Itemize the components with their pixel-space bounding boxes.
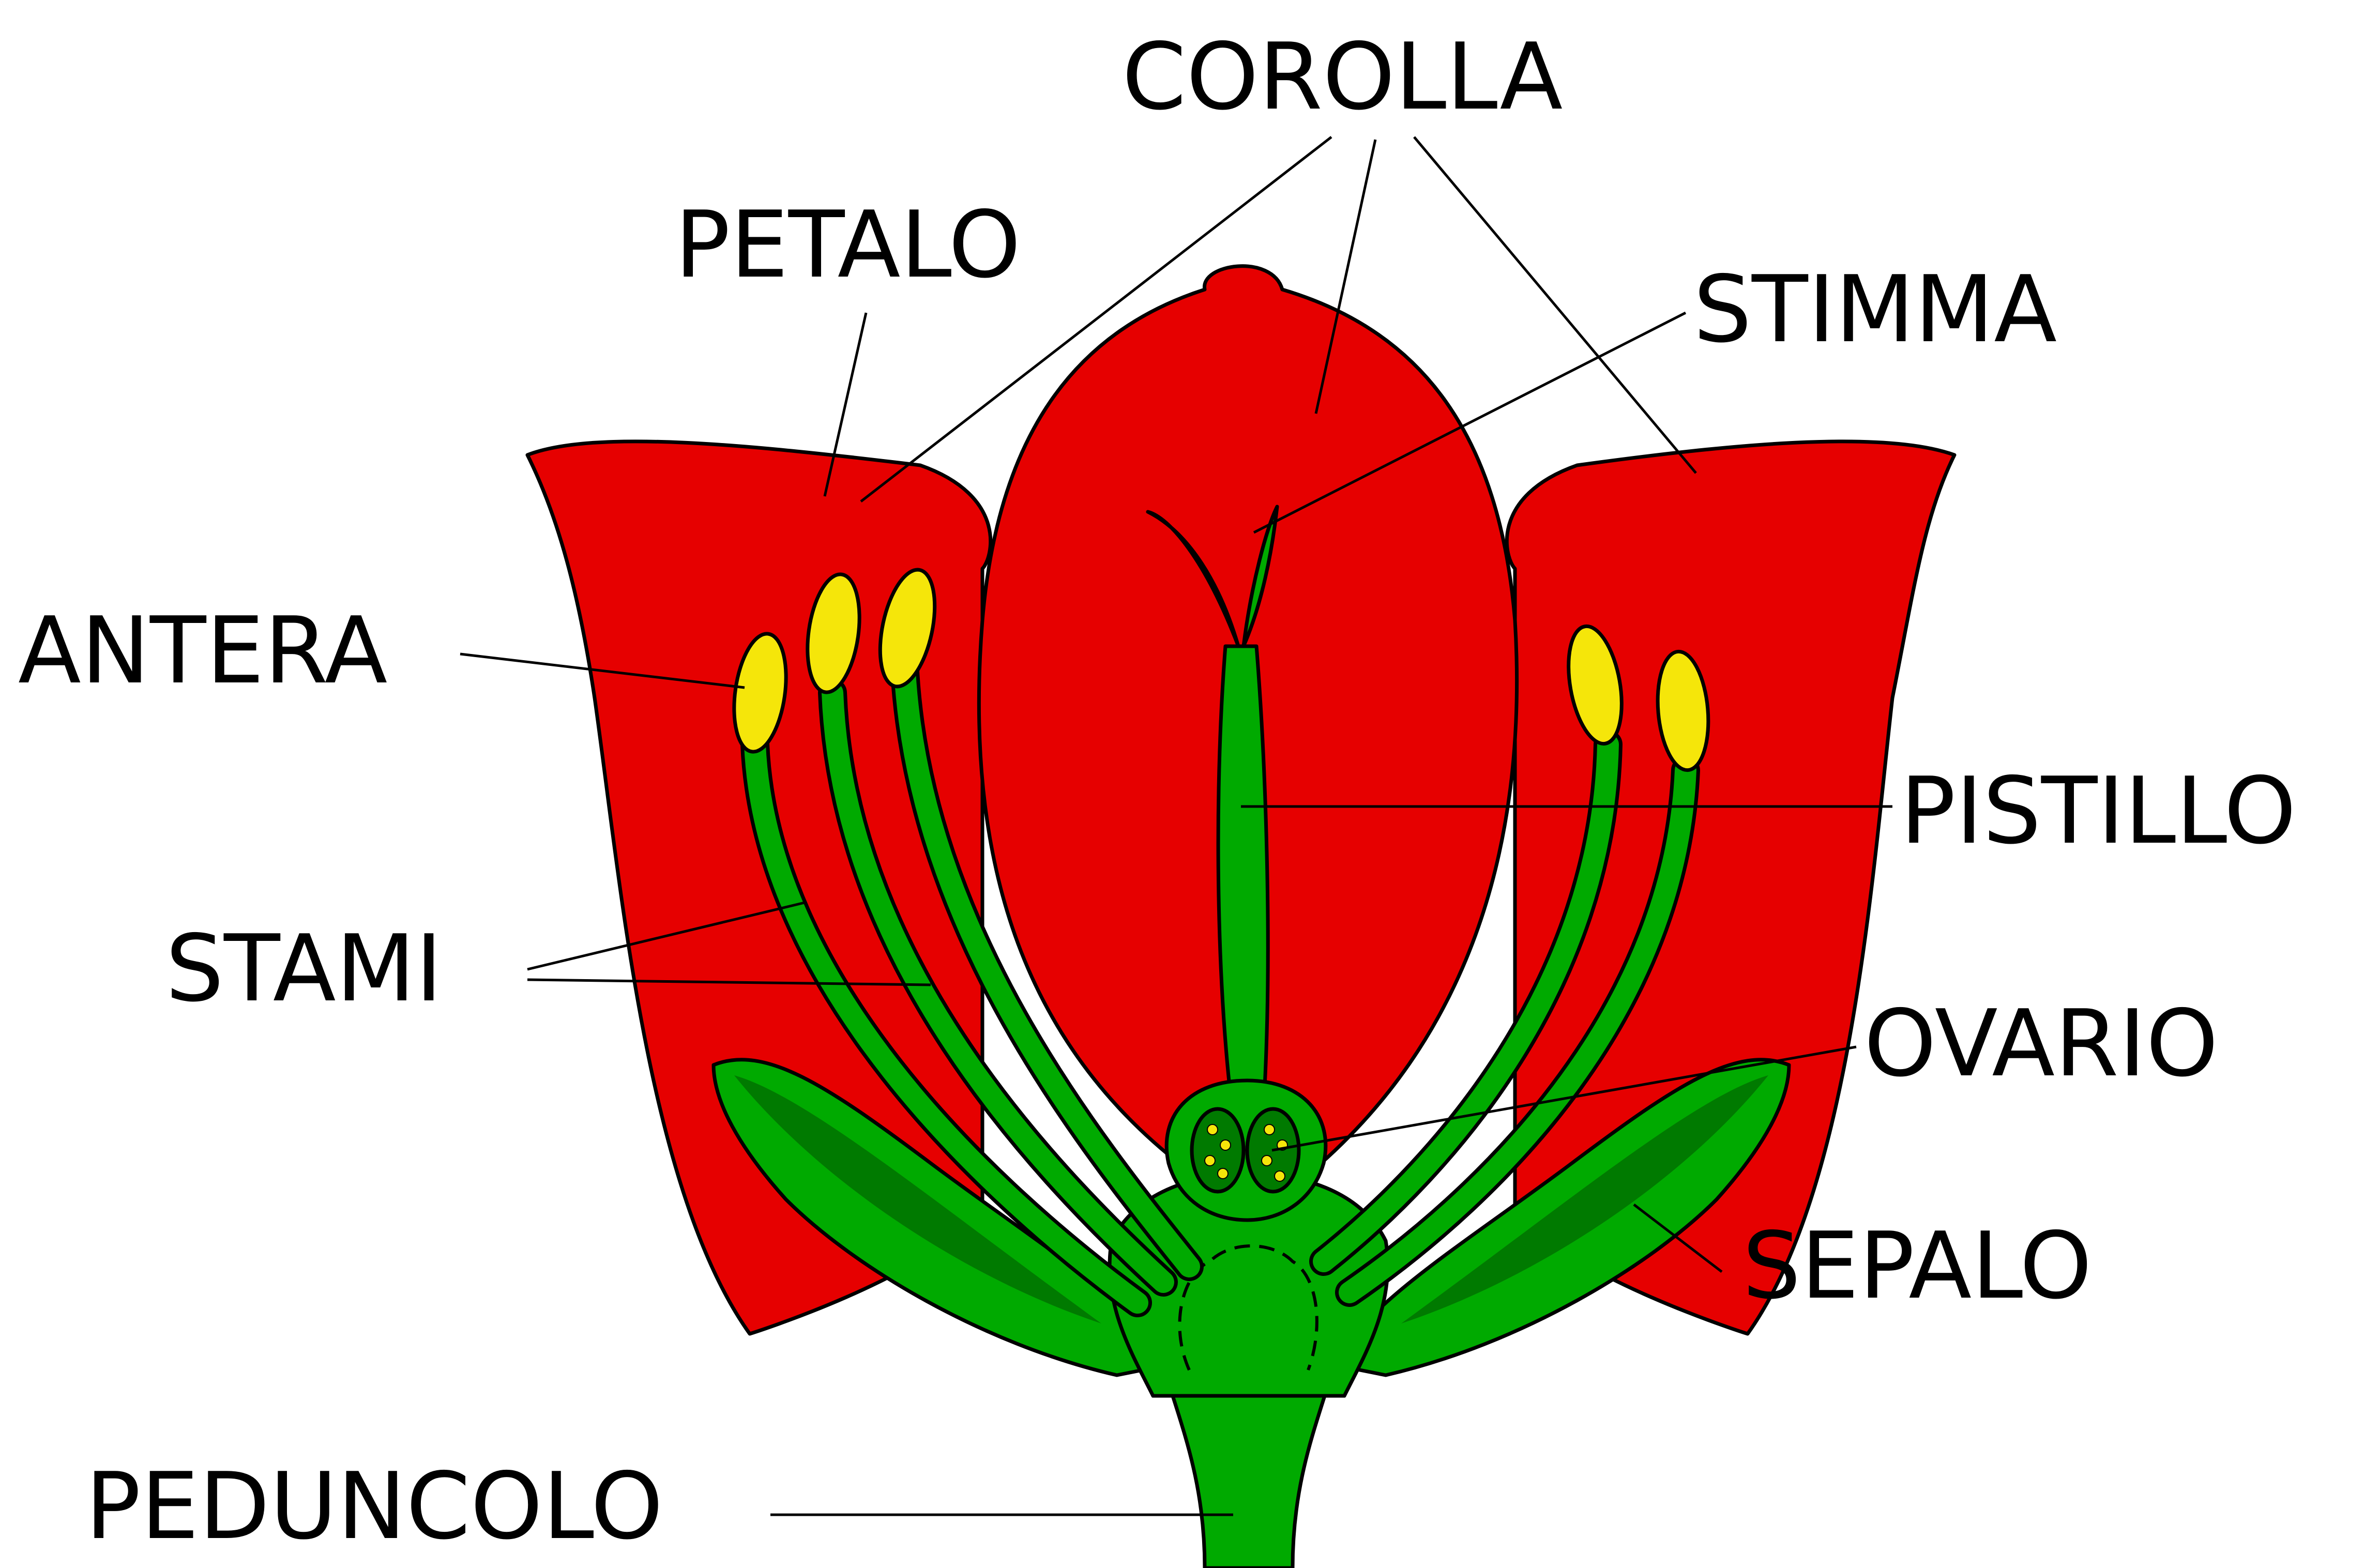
label-corolla: COROLLA	[1122, 23, 1563, 130]
label-stimma: STIMMA	[1693, 256, 2057, 363]
label-antera: ANTERA	[18, 597, 387, 704]
label-peduncolo: PEDUNCOLO	[85, 1453, 663, 1560]
ovule-chamber-left	[1192, 1109, 1244, 1192]
label-petalo: PETALO	[675, 191, 1021, 298]
label-ovario: OVARIO	[1864, 990, 2218, 1097]
label-sepalo: SEPALO	[1742, 1212, 2092, 1319]
pistil-style	[1218, 646, 1268, 1096]
label-stami: STAMI	[165, 915, 443, 1022]
label-pistillo: PISTILLO	[1900, 757, 2296, 864]
